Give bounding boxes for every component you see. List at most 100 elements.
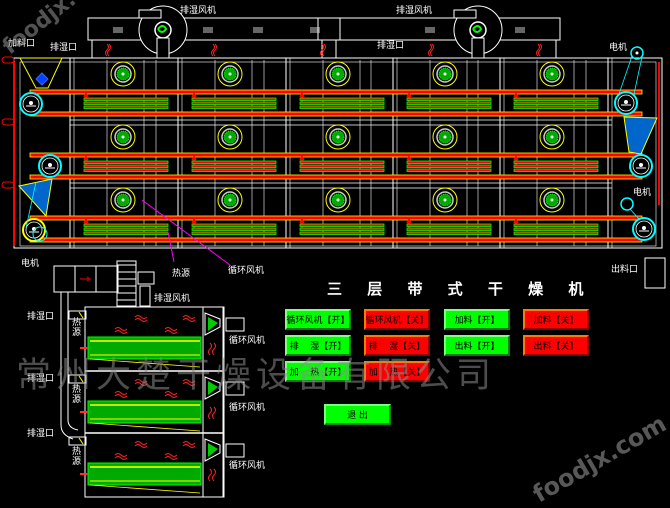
belt-2 xyxy=(29,152,643,158)
fan-ring-icon xyxy=(539,187,565,213)
side-exhaust-port-label-3: 排湿口 xyxy=(27,427,54,439)
fan-ring-icon xyxy=(217,61,243,87)
fan-ring-icon xyxy=(432,187,458,213)
port-damper-icon xyxy=(78,375,84,383)
fan-ring-icon xyxy=(110,61,136,87)
fan-hub-icon xyxy=(221,65,239,83)
heater-tube xyxy=(191,101,277,105)
side-view xyxy=(53,260,245,498)
side-heat-source-label-2: 热源 xyxy=(72,385,82,405)
drive-belt xyxy=(25,181,37,229)
port-damper-icon xyxy=(78,437,84,445)
side-fan-column xyxy=(202,306,224,498)
roller-axle-icon xyxy=(29,101,33,105)
fan-ring-icon xyxy=(110,187,136,213)
feed-on-button[interactable]: 加料【开】 xyxy=(444,309,510,330)
side-circ-fan-label-2: 循环风机 xyxy=(229,401,265,413)
roller-inner-icon xyxy=(632,157,650,175)
fan-center-icon xyxy=(550,198,554,202)
feed-hopper xyxy=(19,57,63,89)
heat-off-button[interactable]: 加 热【关】 xyxy=(364,361,430,382)
fan-hub-icon xyxy=(436,65,454,83)
roller-axle-icon xyxy=(32,227,36,231)
motor-pulley-icon xyxy=(620,197,634,211)
side-circ-fan-motor xyxy=(225,381,245,396)
heater-tube xyxy=(513,231,599,235)
heat-glyph-icon xyxy=(320,43,326,57)
heater-tube xyxy=(299,105,385,109)
heat-wave-icon xyxy=(114,327,128,334)
heater-tube xyxy=(299,231,385,235)
heat-wave-icon xyxy=(114,453,128,460)
side-heat-source-label-3: 热源 xyxy=(72,447,82,467)
roller-axle-icon xyxy=(48,163,52,167)
heater-tube xyxy=(299,227,385,231)
fan-center-icon xyxy=(336,135,340,139)
fan-ring-icon xyxy=(325,124,351,150)
fan-center-icon xyxy=(443,72,447,76)
roller-inner-icon xyxy=(22,95,40,113)
leader-line xyxy=(167,231,175,263)
dehumidify-on-button[interactable]: 排 湿【开】 xyxy=(285,335,351,356)
fan-hub-icon xyxy=(114,128,132,146)
feed-off-button[interactable]: 加料【关】 xyxy=(523,309,589,330)
circulation-fan-on-button[interactable]: 循环风机【开】 xyxy=(285,309,351,330)
left-port-icon xyxy=(1,118,15,126)
roller-inner-icon xyxy=(617,94,635,112)
fan-ring-icon xyxy=(110,124,136,150)
side-exhaust-port xyxy=(68,374,87,384)
side-duct xyxy=(67,292,79,431)
fan-ring-icon xyxy=(325,187,351,213)
side-exhaust-port xyxy=(68,436,87,446)
fan-center-icon xyxy=(550,135,554,139)
side-belt-return xyxy=(89,422,201,432)
side-circ-fan-label-1: 循环风机 xyxy=(229,334,265,346)
side-circ-fan-motor xyxy=(225,443,245,458)
heater-tube xyxy=(513,223,599,227)
heater-tube xyxy=(83,160,169,164)
motor-pulley-axle-icon xyxy=(635,51,639,55)
fan-ring-icon xyxy=(217,187,243,213)
exhaust-fan-neck xyxy=(471,37,485,59)
dehumidify-off-button[interactable]: 排 湿【关】 xyxy=(364,335,430,356)
heater-tube xyxy=(191,160,277,164)
heater-tube xyxy=(406,164,492,168)
roller-axle-icon xyxy=(639,163,643,167)
heater-tube xyxy=(191,223,277,227)
fan-center-icon xyxy=(228,198,232,202)
drive-belt xyxy=(629,208,641,221)
heater-tube xyxy=(299,168,385,172)
heat-on-button[interactable]: 加 热【开】 xyxy=(285,361,351,382)
side-exhaust-motor xyxy=(137,271,155,285)
heat-source-label: 热源 xyxy=(172,267,190,279)
heater-tube xyxy=(191,231,277,235)
side-chamber xyxy=(84,306,225,498)
heater-tube xyxy=(83,105,169,109)
drive-belt xyxy=(633,56,643,95)
heater-tube xyxy=(83,223,169,227)
page-title: 三 层 带 式 干 燥 机 xyxy=(327,280,593,298)
motor-pulley-icon xyxy=(630,46,644,60)
heat-wave-icon xyxy=(182,315,196,322)
side-exhaust-port-label-1: 排湿口 xyxy=(27,310,54,322)
fan-hub-icon xyxy=(329,128,347,146)
exhaust-fan-right-label: 排湿风机 xyxy=(396,4,432,16)
side-heat-source-label-1: 热源 xyxy=(72,318,82,338)
heater-tube xyxy=(406,227,492,231)
roller-axle-icon xyxy=(624,100,628,104)
discharge-off-button[interactable]: 出料【关】 xyxy=(523,335,589,356)
circulation-fan-off-button[interactable]: 循环风机【关】 xyxy=(364,309,430,330)
left-port-icon xyxy=(1,56,15,64)
exit-button[interactable]: 退 出 xyxy=(324,404,391,425)
fan-ring-icon xyxy=(217,124,243,150)
belt-3 xyxy=(29,237,643,243)
side-circ-fan-icon xyxy=(208,381,218,395)
transfer-chute-right xyxy=(623,116,658,155)
fan-hub-icon xyxy=(543,191,561,209)
discharge-on-button[interactable]: 出料【开】 xyxy=(444,335,510,356)
discharge-outlet-box xyxy=(644,257,666,289)
side-flow-arrow-icon xyxy=(80,276,92,282)
exhaust-fan-outlet xyxy=(453,9,477,19)
heater-tube xyxy=(513,168,599,172)
side-belt-return xyxy=(89,358,201,368)
